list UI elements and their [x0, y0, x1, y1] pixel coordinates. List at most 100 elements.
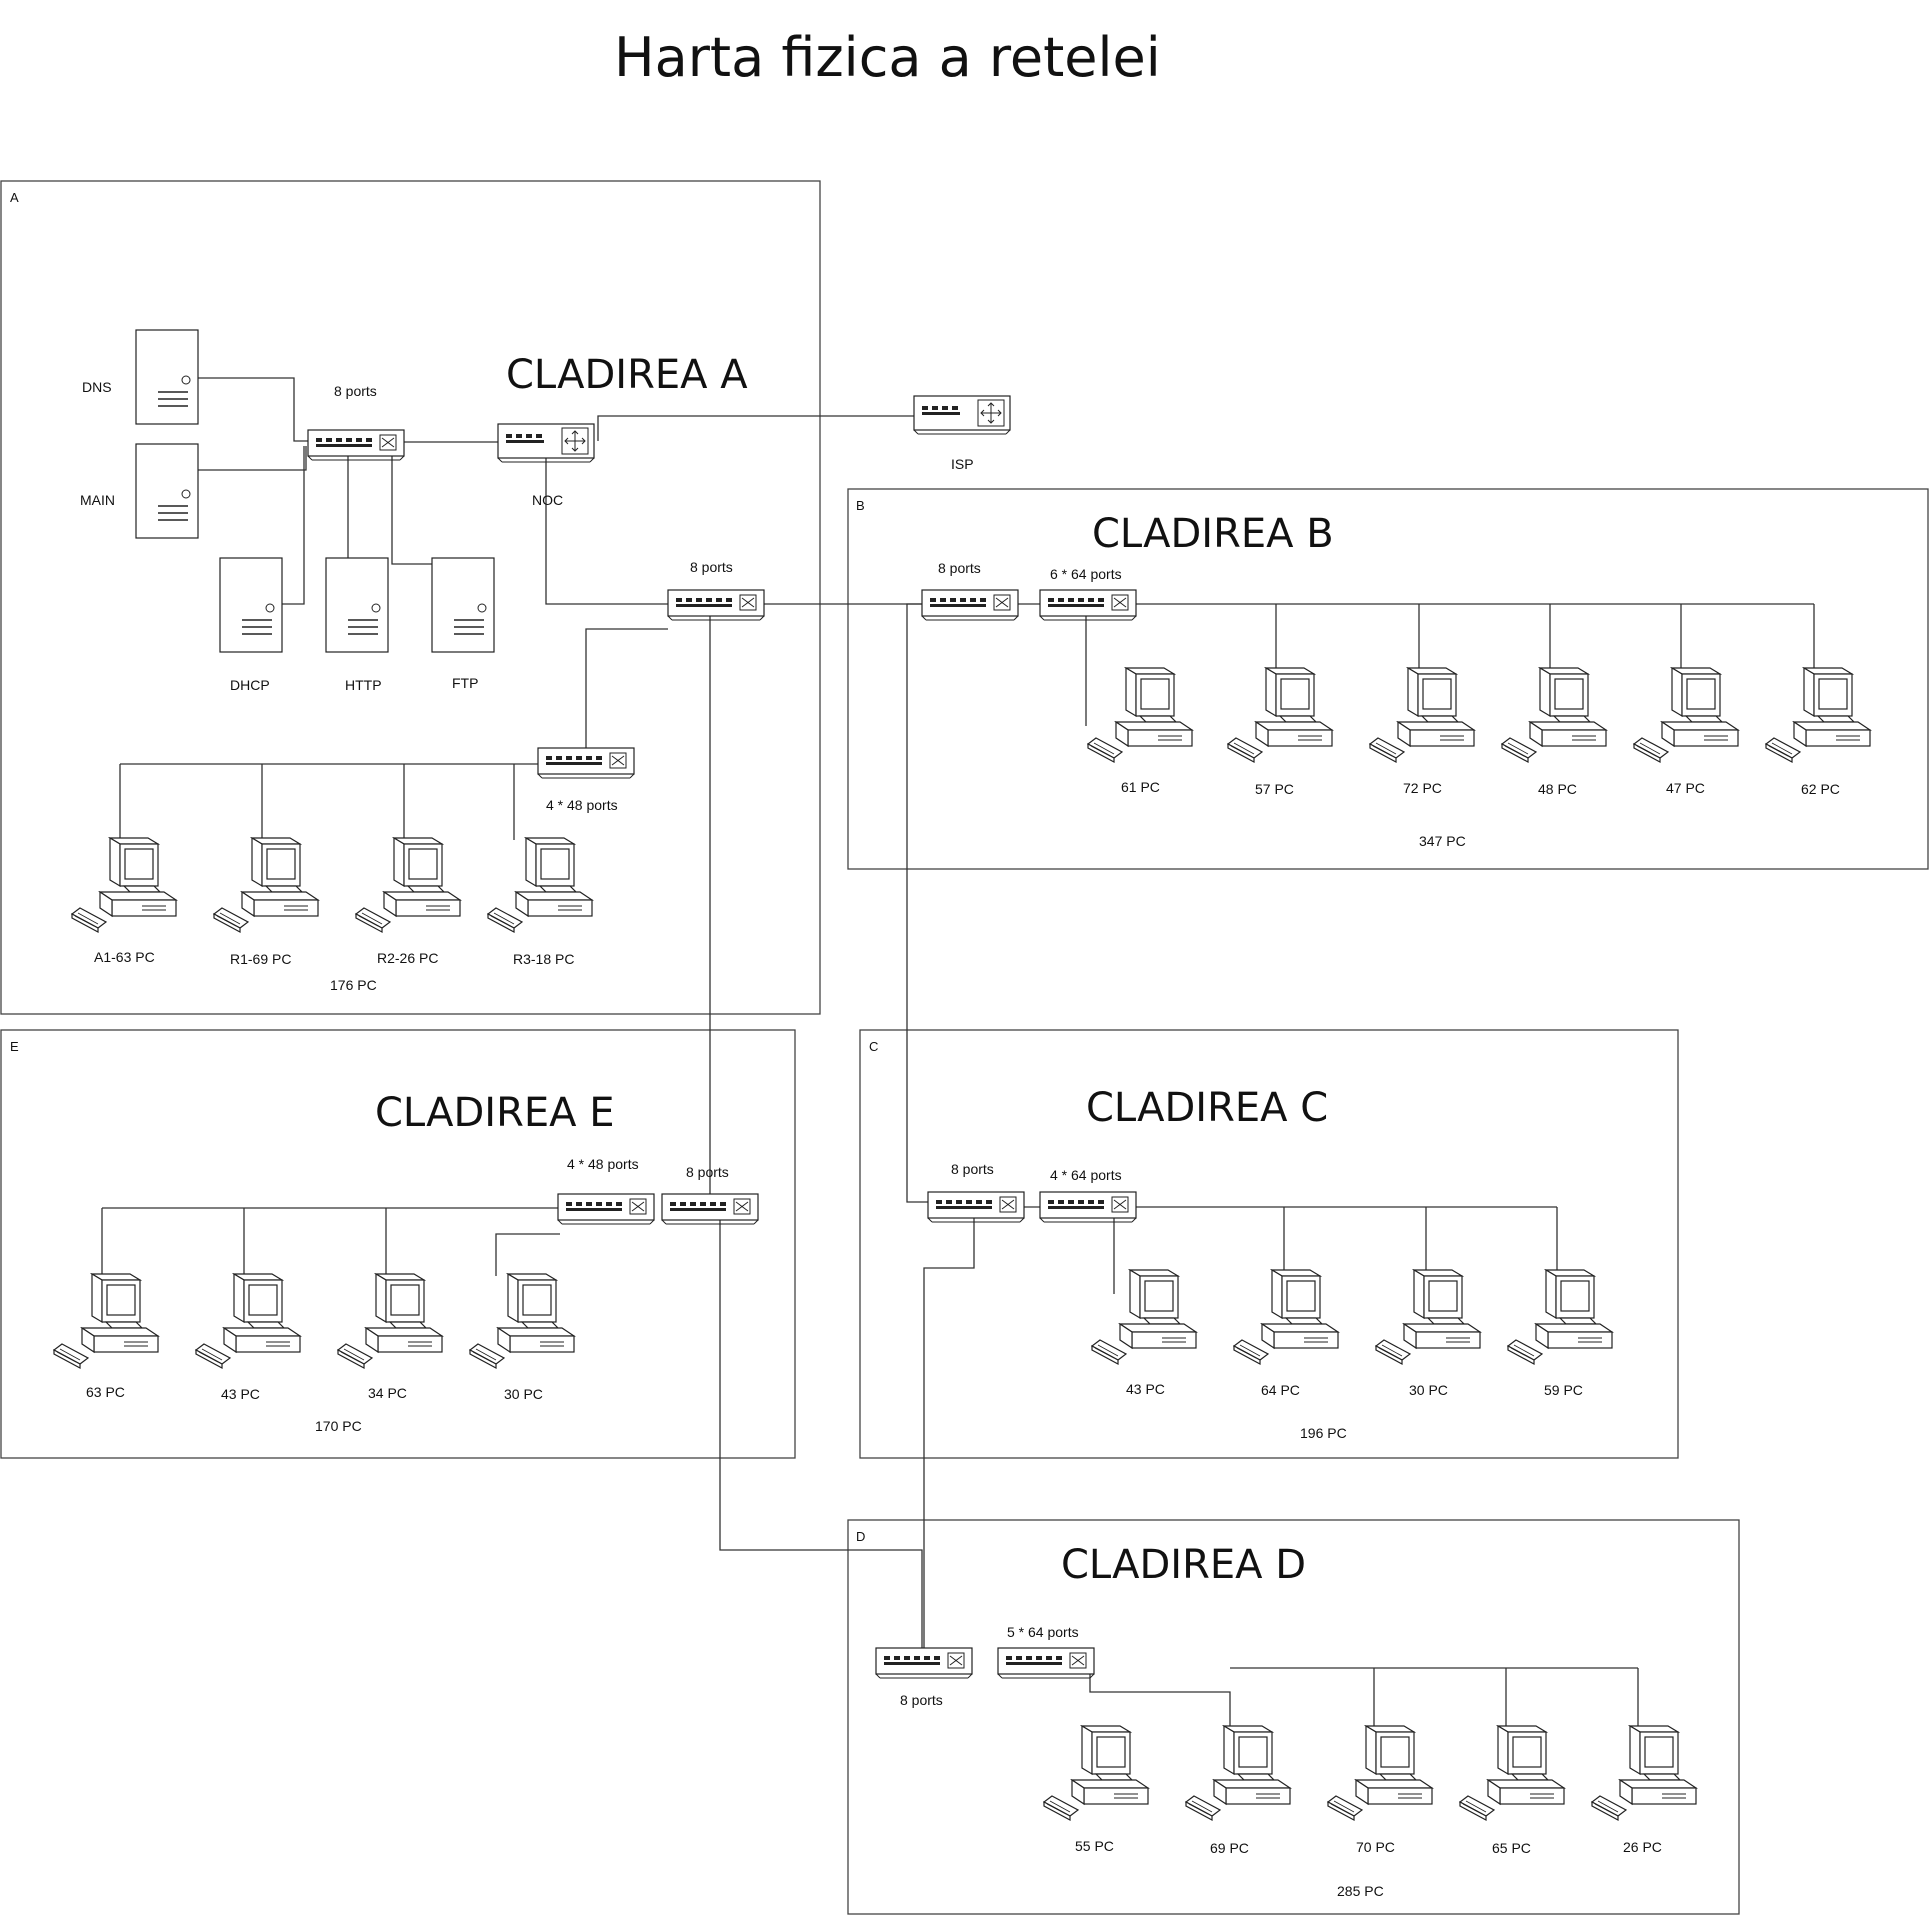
switch-e-access-label: 4 * 48 ports: [567, 1156, 639, 1172]
switch-a-server-label: 8 ports: [334, 383, 377, 399]
switch-a-access-icon: [537, 747, 635, 779]
link-noc-core: [545, 450, 668, 605]
pc-label-b-3: 48 PC: [1538, 781, 1577, 797]
workstation-icon: [355, 837, 461, 933]
isp-router-icon: [913, 395, 1011, 435]
switch-c-access-icon: [1039, 1191, 1137, 1223]
pc-label-b-4: 47 PC: [1666, 780, 1705, 796]
switch-d-access-icon: [997, 1647, 1095, 1679]
workstation-icon: [71, 837, 177, 933]
building-b-frame: [847, 488, 1929, 870]
dns-label: DNS: [82, 379, 112, 395]
link-core-access-a: [585, 628, 668, 752]
switch-d-uplink-label: 8 ports: [900, 1692, 943, 1708]
link-dns-switch: [166, 377, 310, 442]
switch-a-server-icon: [307, 429, 405, 461]
isp-label: ISP: [951, 456, 974, 472]
workstation-icon: [487, 837, 593, 933]
link-dhcp-switch: [282, 446, 305, 605]
workstation-icon: [195, 1273, 301, 1369]
building-b-total: 347 PC: [1419, 833, 1466, 849]
workstation-icon: [1043, 1725, 1149, 1821]
building-a-total: 176 PC: [330, 977, 377, 993]
building-e-total: 170 PC: [315, 1418, 362, 1434]
pc-label-b-1: 57 PC: [1255, 781, 1294, 797]
building-a-letter: A: [10, 190, 19, 205]
pc-label-c-2: 30 PC: [1409, 1382, 1448, 1398]
switch-c-uplink-icon: [927, 1191, 1025, 1223]
ftp-server-icon: [431, 557, 495, 653]
building-d-frame: [847, 1519, 1740, 1915]
workstation-icon: [1227, 667, 1333, 763]
dhcp-label: DHCP: [230, 677, 270, 693]
pc-label-a-1: R1-69 PC: [230, 951, 291, 967]
switch-e-uplink-label: 8 ports: [686, 1164, 729, 1180]
workstation-icon: [1765, 667, 1871, 763]
workstation-icon: [1507, 1269, 1613, 1365]
building-c-total: 196 PC: [1300, 1425, 1347, 1441]
link-d-pc-bus: [1089, 1668, 1231, 1740]
noc-label: NOC: [532, 492, 563, 508]
building-d-name: CLADIREA D: [1061, 1542, 1306, 1588]
workstation-icon: [1459, 1725, 1565, 1821]
pc-label-d-0: 55 PC: [1075, 1838, 1114, 1854]
pc-label-c-1: 64 PC: [1261, 1382, 1300, 1398]
network-links: [101, 377, 1815, 1740]
link-main-switch: [198, 446, 307, 471]
pc-label-b-5: 62 PC: [1801, 781, 1840, 797]
switch-a-core-label: 8 ports: [690, 559, 733, 575]
switch-d-uplink-icon: [875, 1647, 973, 1679]
pc-label-e-3: 30 PC: [504, 1386, 543, 1402]
pc-label-a-2: R2-26 PC: [377, 950, 438, 966]
pc-label-b-0: 61 PC: [1121, 779, 1160, 795]
workstation-icon: [1375, 1269, 1481, 1365]
building-c-frame: [859, 1029, 1679, 1459]
workstation-icon: [213, 837, 319, 933]
workstation-icon: [1633, 667, 1739, 763]
building-e-frame: [0, 1029, 796, 1459]
switch-b-access-label: 6 * 64 ports: [1050, 566, 1122, 582]
dns-server-icon: [135, 329, 199, 425]
workstation-icon: [1327, 1725, 1433, 1821]
workstation-icon: [1501, 667, 1607, 763]
link-building-b-c: [906, 603, 928, 1203]
workstation-icon: [1087, 667, 1193, 763]
building-c-letter: C: [869, 1039, 878, 1054]
switch-b-access-icon: [1039, 589, 1137, 621]
workstation-icon: [1591, 1725, 1697, 1821]
switch-c-access-label: 4 * 64 ports: [1050, 1167, 1122, 1183]
pc-label-a-0: A1-63 PC: [94, 949, 155, 965]
building-b-letter: B: [856, 498, 865, 513]
pc-label-a-3: R3-18 PC: [513, 951, 574, 967]
pc-label-d-3: 65 PC: [1492, 1840, 1531, 1856]
switch-b-uplink-label: 8 ports: [938, 560, 981, 576]
pc-label-e-0: 63 PC: [86, 1384, 125, 1400]
building-c-name: CLADIREA C: [1086, 1085, 1328, 1131]
workstation-icon: [1233, 1269, 1339, 1365]
workstation-icon: [1185, 1725, 1291, 1821]
switch-b-uplink-icon: [921, 589, 1019, 621]
building-a-frame: [0, 180, 821, 1015]
workstation-icon: [1369, 667, 1475, 763]
link-building-c-d: [923, 1216, 975, 1660]
building-d-letter: D: [856, 1529, 865, 1544]
switch-a-access-label: 4 * 48 ports: [546, 797, 618, 813]
workstation-icon: [469, 1273, 575, 1369]
pc-label-c-0: 43 PC: [1126, 1381, 1165, 1397]
pc-label-c-3: 59 PC: [1544, 1382, 1583, 1398]
building-a-name: CLADIREA A: [506, 352, 748, 398]
ftp-label: FTP: [452, 675, 478, 691]
noc-router-icon: [497, 423, 595, 463]
http-server-icon: [325, 557, 389, 653]
building-e-letter: E: [10, 1039, 19, 1054]
pc-label-e-2: 34 PC: [368, 1385, 407, 1401]
building-e-name: CLADIREA E: [375, 1090, 615, 1136]
pc-label-d-1: 69 PC: [1210, 1840, 1249, 1856]
switch-d-access-label: 5 * 64 ports: [1007, 1624, 1079, 1640]
main-label: MAIN: [80, 492, 115, 508]
link-noc-isp: [597, 415, 914, 441]
pc-label-e-1: 43 PC: [221, 1386, 260, 1402]
building-b-name: CLADIREA B: [1092, 511, 1334, 557]
pc-label-d-2: 70 PC: [1356, 1839, 1395, 1855]
workstation-icon: [337, 1273, 443, 1369]
